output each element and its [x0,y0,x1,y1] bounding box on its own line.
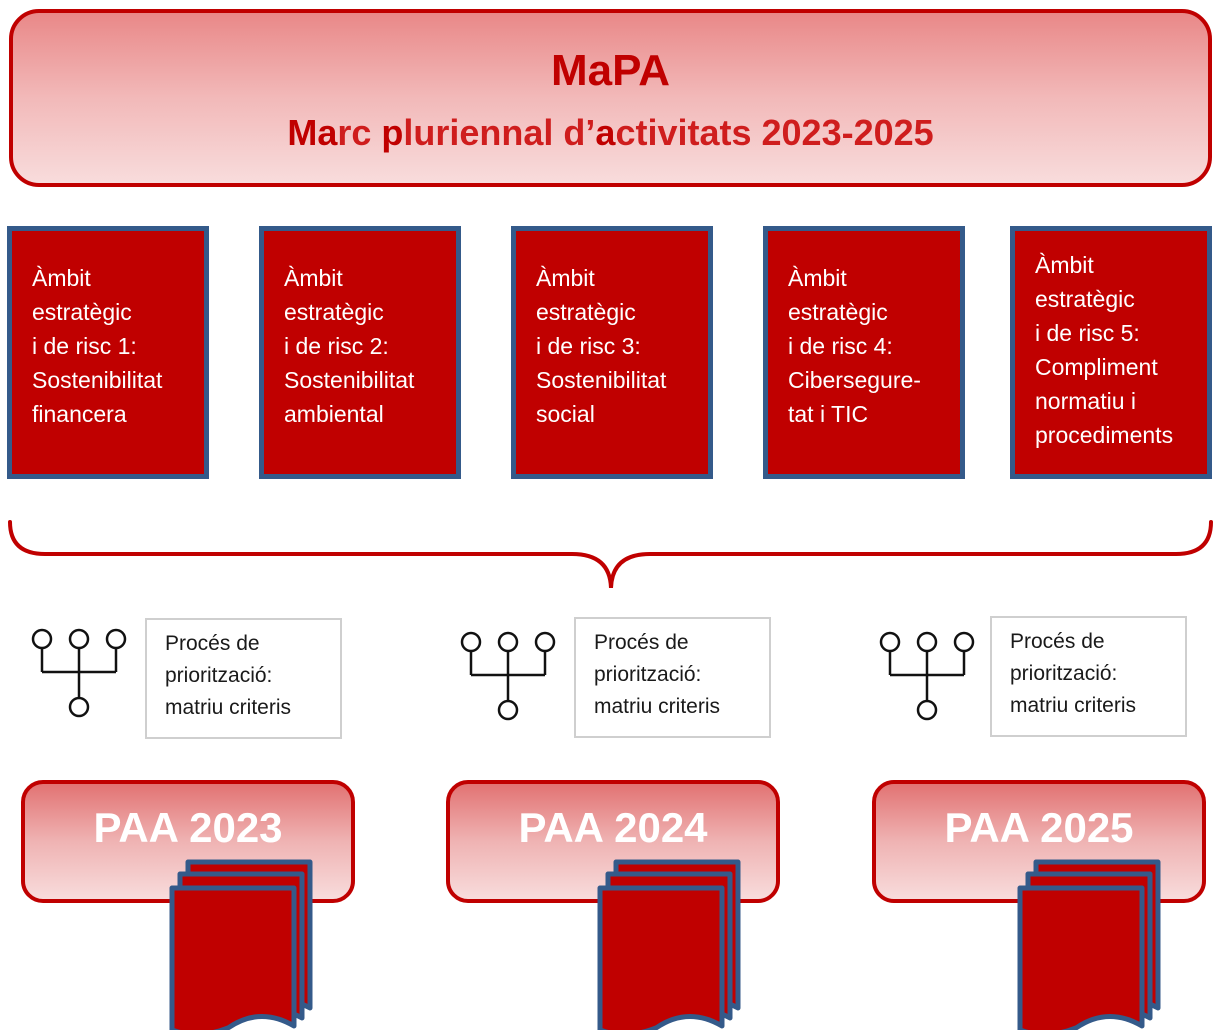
page-subtitle: Marc pluriennal d’activitats 2023-2025 [13,109,1208,157]
strategic-area-3: Àmbit estratègic i de risc 3: Sostenibil… [511,226,713,479]
curly-brace [8,520,1213,589]
process-line: priorització: [165,664,273,687]
area-line: social [536,401,595,427]
strategic-area-2: Àmbit estratègic i de risc 2: Sostenibil… [259,226,461,479]
area-line: Àmbit [536,265,595,291]
area-line: estratègic [284,299,384,325]
area-line: Sostenibilitat [32,367,163,393]
strategic-area-5: Àmbit estratègic i de risc 5: Compliment… [1010,226,1212,479]
area-line: i de risc 4: [788,333,893,359]
prioritization-box: Procés de priorització: matriu criteris [574,617,771,738]
area-line: Sostenibilitat [284,367,415,393]
area-line: Àmbit [788,265,847,291]
hierarchy-icon [879,631,975,721]
area-line: i de risc 2: [284,333,389,359]
hierarchy-icon [460,631,556,721]
process-line: matriu criteris [594,695,721,718]
process-line: priorització: [594,663,702,686]
area-line: estratègic [536,299,636,325]
hierarchy-icon [31,628,127,718]
subtitle-highlight: a [595,112,616,153]
area-line: Cibersegure- [788,367,921,393]
document-stack-icon [1017,859,1161,1030]
process-line: Procés de [594,631,689,654]
area-line: Àmbit [284,265,343,291]
prioritization-box: Procés de priorització: matriu criteris [990,616,1187,737]
header-banner: MaPA Marc pluriennal d’activitats 2023-2… [9,9,1212,187]
strategic-area-4: Àmbit estratègic i de risc 4: Cibersegur… [763,226,965,479]
strategic-area-1: Àmbit estratègic i de risc 1: Sostenibil… [7,226,209,479]
process-line: matriu criteris [165,696,292,719]
subtitle-text: rc [337,112,382,153]
area-line: procediments [1035,422,1174,448]
subtitle-text: ctivitats 2023-2025 [615,112,934,153]
subtitle-highlight: Ma [287,112,338,153]
area-line: Àmbit [1035,252,1094,278]
area-line: i de risc 5: [1035,320,1140,346]
area-line: Àmbit [32,265,91,291]
subtitle-highlight: p [381,112,404,153]
area-line: estratègic [788,299,888,325]
area-line: estratègic [32,299,132,325]
area-line: i de risc 1: [32,333,137,359]
process-line: Procés de [165,632,260,655]
area-line: estratègic [1035,286,1135,312]
area-line: normatiu i [1035,388,1136,414]
area-line: financera [32,401,127,427]
page-title: MaPA [551,46,670,95]
area-line: Sostenibilitat [536,367,667,393]
prioritization-box: Procés de priorització: matriu criteris [145,618,342,739]
area-line: tat i TIC [788,401,869,427]
process-line: Procés de [1010,630,1105,653]
area-line: ambiental [284,401,384,427]
subtitle-text: luriennal d’ [403,112,596,153]
document-stack-icon [169,859,313,1030]
process-line: priorització: [1010,662,1118,685]
area-line: Compliment [1035,354,1158,380]
process-line: matriu criteris [1010,694,1137,717]
area-line: i de risc 3: [536,333,641,359]
document-stack-icon [597,859,741,1030]
